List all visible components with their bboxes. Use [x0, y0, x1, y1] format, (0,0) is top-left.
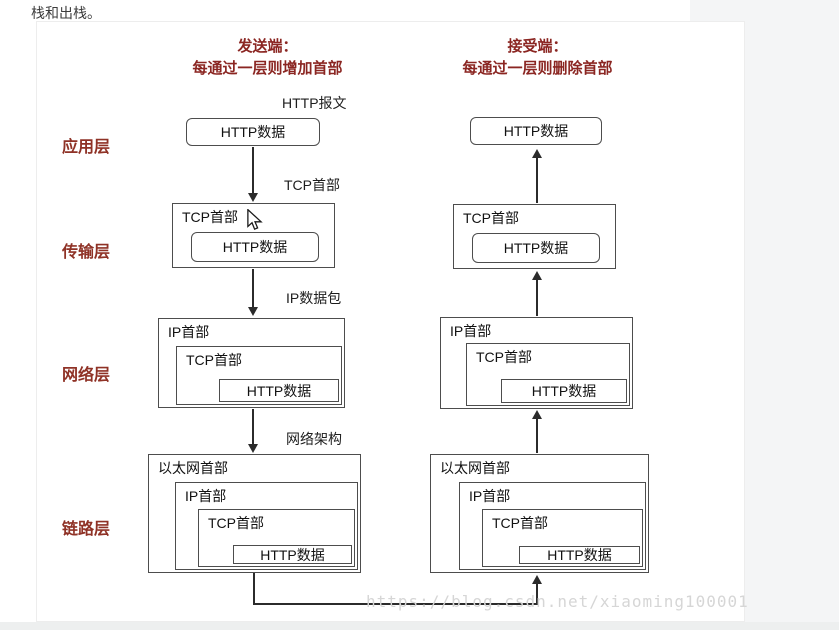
sender-subtitle: 每通过一层则增加首部	[192, 60, 343, 77]
sender-network-ip-box: IP首部 TCP首部 HTTP数据	[158, 318, 345, 408]
transmission-line-up	[536, 583, 538, 605]
watermark-text: https://blog.csdn.net/xiaoming100001	[366, 592, 749, 611]
receiver-transport-http-data-box: HTTP数据	[472, 233, 600, 263]
layer-label-network: 网络层	[62, 367, 111, 384]
receiver-app-http-data-box: HTTP数据	[470, 117, 602, 145]
transmission-line-across	[253, 603, 538, 605]
receiver-network-ip-box: IP首部 TCP首部 HTTP数据	[440, 317, 633, 409]
sender-network-tcp-box: TCP首部 HTTP数据	[176, 346, 342, 405]
page-gutter-top	[690, 0, 745, 21]
receiver-network-ip-label: IP首部	[450, 323, 492, 339]
sender-link-tcp-box: TCP首部 HTTP数据	[198, 509, 355, 567]
sender-link-ip-label: IP首部	[185, 488, 227, 504]
mouse-cursor-icon	[247, 208, 263, 236]
sender-arrow-transport-to-network	[252, 269, 254, 308]
receiver-transport-tcp-box: TCP首部 HTTP数据	[453, 204, 616, 269]
sender-link-ethernet-label: 以太网首部	[158, 460, 228, 476]
receiver-network-tcp-box: TCP首部 HTTP数据	[466, 343, 630, 406]
page-gutter-bottom	[0, 622, 839, 630]
layer-label-application: 应用层	[62, 139, 111, 156]
receiver-link-ip-label: IP首部	[469, 488, 511, 504]
receiver-network-tcp-label: TCP首部	[476, 349, 532, 365]
annotation-network-frame: 网络架构	[286, 431, 342, 447]
receiver-title: 接受端：	[507, 38, 568, 55]
intro-text: 栈和出栈。	[31, 5, 101, 21]
sender-header: 发送端： 每通过一层则增加首部	[155, 36, 380, 80]
sender-link-http-data-box: HTTP数据	[233, 545, 352, 564]
receiver-transport-tcp-label: TCP首部	[463, 210, 519, 226]
sender-arrow-app-to-transport	[252, 147, 254, 194]
receiver-link-tcp-box: TCP首部 HTTP数据	[482, 509, 643, 567]
annotation-tcp-header: TCP首部	[284, 177, 340, 193]
sender-link-ip-box: IP首部 TCP首部 HTTP数据	[175, 482, 358, 570]
receiver-arrow-network-to-transport	[536, 279, 538, 316]
receiver-link-http-data-box: HTTP数据	[519, 546, 640, 564]
receiver-link-ip-box: IP首部 TCP首部 HTTP数据	[459, 482, 646, 570]
annotation-http-message: HTTP报文	[282, 95, 347, 111]
sender-title: 发送端：	[237, 38, 298, 55]
layer-label-link: 链路层	[62, 521, 111, 538]
transmission-line-down	[253, 573, 255, 605]
arrow-up-icon	[532, 149, 542, 158]
sender-network-http-data-box: HTTP数据	[219, 379, 339, 402]
receiver-header: 接受端： 每通过一层则删除首部	[425, 36, 650, 80]
receiver-arrow-transport-to-app	[536, 157, 538, 203]
sender-network-tcp-label: TCP首部	[186, 352, 242, 368]
sender-transport-http-data-box: HTTP数据	[191, 232, 319, 262]
layer-label-transport: 传输层	[62, 244, 111, 261]
sender-transport-tcp-label: TCP首部	[182, 209, 238, 225]
sender-transport-tcp-box: TCP首部 HTTP数据	[172, 203, 335, 268]
receiver-subtitle: 每通过一层则删除首部	[462, 60, 613, 77]
receiver-link-ethernet-label: 以太网首部	[440, 460, 510, 476]
receiver-link-tcp-label: TCP首部	[492, 515, 548, 531]
sender-arrow-network-to-link	[252, 409, 254, 445]
receiver-network-http-data-box: HTTP数据	[501, 379, 627, 403]
arrow-up-icon	[532, 271, 542, 280]
arrow-up-icon	[532, 575, 542, 584]
arrow-up-icon	[532, 410, 542, 419]
sender-network-ip-label: IP首部	[168, 324, 210, 340]
page-gutter-right	[745, 0, 839, 630]
receiver-link-ethernet-box: 以太网首部 IP首部 TCP首部 HTTP数据	[430, 454, 649, 573]
arrow-down-icon	[248, 444, 258, 453]
sender-link-ethernet-box: 以太网首部 IP首部 TCP首部 HTTP数据	[148, 454, 361, 573]
arrow-down-icon	[248, 307, 258, 316]
receiver-arrow-link-to-network	[536, 418, 538, 453]
arrow-down-icon	[248, 193, 258, 202]
sender-app-http-data-box: HTTP数据	[186, 118, 320, 146]
sender-link-tcp-label: TCP首部	[208, 515, 264, 531]
annotation-ip-packet: IP数据包	[286, 290, 342, 306]
